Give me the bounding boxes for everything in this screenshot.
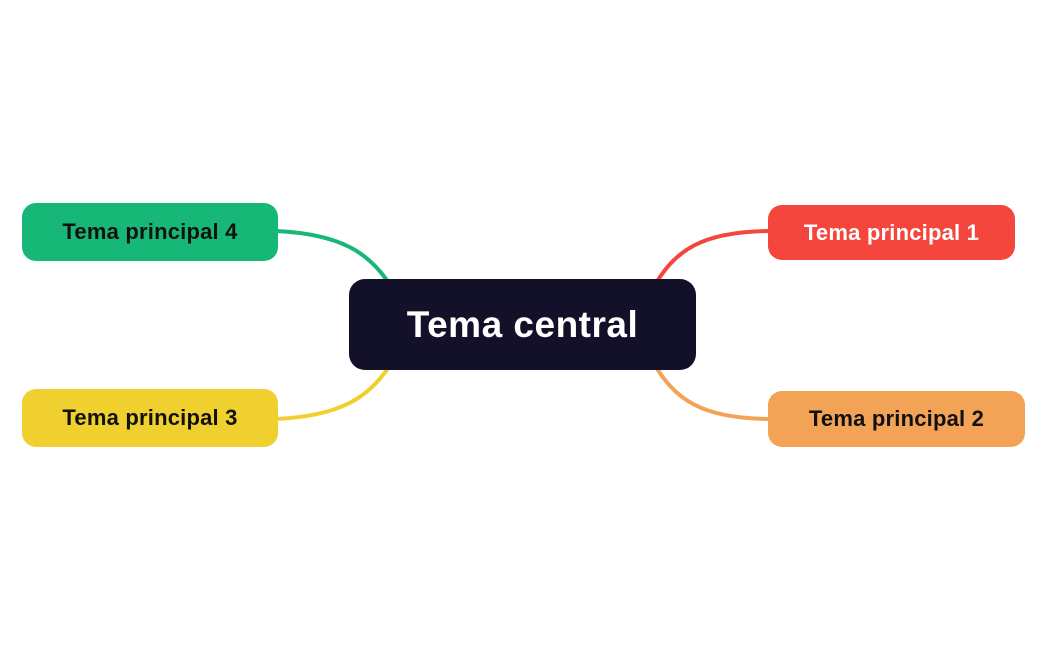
branch-node-4[interactable]: Tema principal 4: [22, 203, 278, 261]
branch-node-2[interactable]: Tema principal 2: [768, 391, 1025, 447]
branch-node-4-label: Tema principal 4: [62, 219, 238, 244]
central-topic-label: Tema central: [406, 303, 639, 345]
branch-node-3[interactable]: Tema principal 3: [22, 389, 278, 447]
branch-node-1[interactable]: Tema principal 1: [768, 205, 1015, 260]
connector-branch-3: [274, 360, 394, 421]
branch-node-3-label: Tema principal 3: [62, 405, 238, 430]
branch-node-1-label: Tema principal 1: [803, 219, 980, 245]
branch-node-2-label: Tema principal 2: [808, 406, 985, 431]
central-topic-node[interactable]: Tema central: [349, 279, 696, 370]
